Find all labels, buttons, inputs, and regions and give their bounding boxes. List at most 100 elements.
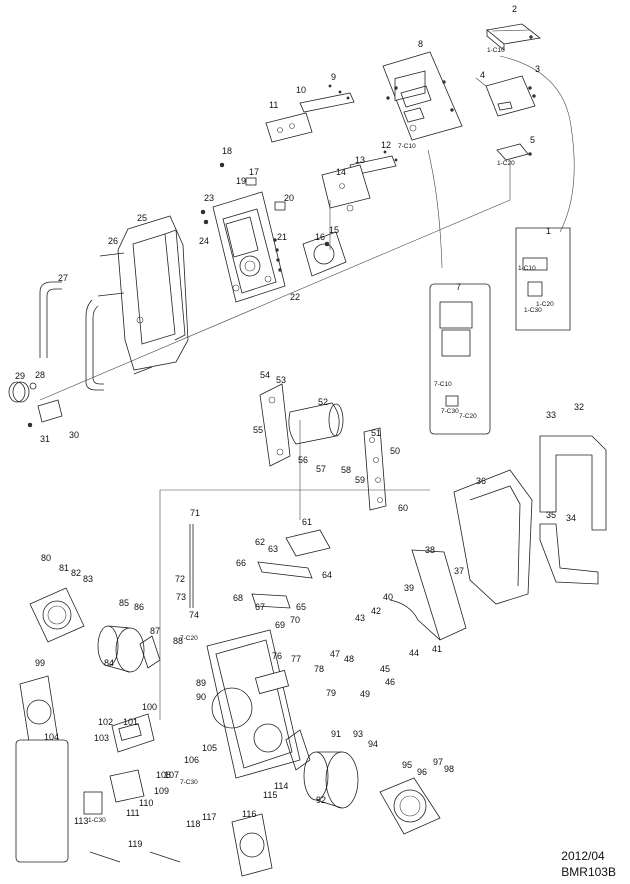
part-number-label: 110 xyxy=(139,798,153,808)
connector-label: 1-C10 xyxy=(518,265,536,272)
part-16-plate xyxy=(302,231,347,277)
part-number-label: 9 xyxy=(331,72,336,82)
part-number-label: 62 xyxy=(255,537,265,547)
part-111 xyxy=(83,791,103,815)
part-number-label: 80 xyxy=(41,553,51,563)
part-number-label: 42 xyxy=(371,606,381,616)
part-number-label: 119 xyxy=(128,839,142,849)
part-number-label: 12 xyxy=(381,140,391,150)
part-number-label: 82 xyxy=(71,568,81,578)
part-116-frame xyxy=(231,813,273,877)
part-number-label: 55 xyxy=(253,425,263,435)
part-number-label: 50 xyxy=(390,446,400,456)
part-number-label: 2 xyxy=(512,4,517,14)
part-number-label: 79 xyxy=(326,688,336,698)
part-number-label: 78 xyxy=(314,664,324,674)
part-number-label: 68 xyxy=(233,593,243,603)
part-number-label: 44 xyxy=(409,648,419,658)
part-number-label: 72 xyxy=(175,574,185,584)
connector-label: 7-C30 xyxy=(180,779,198,786)
part-number-label: 41 xyxy=(432,644,442,654)
part-number-label: 21 xyxy=(277,232,287,242)
part-number-label: 36 xyxy=(476,476,486,486)
part-number-label: 111 xyxy=(126,808,140,818)
part-96-grille xyxy=(379,777,441,835)
part-handle-27 xyxy=(39,281,104,391)
part-number-label: 28 xyxy=(35,370,45,380)
part-number-label: 70 xyxy=(290,615,300,625)
part-92-speaker xyxy=(303,751,359,809)
footer-date: 2012/04 xyxy=(561,849,605,863)
part-number-label: 11 xyxy=(269,100,278,110)
connector-label: 1-C30 xyxy=(88,817,106,824)
part-number-label: 26 xyxy=(108,236,118,246)
part-number-label: 117 xyxy=(202,812,216,822)
part-number-label: 35 xyxy=(546,510,556,520)
part-number-label: 101 xyxy=(123,717,138,727)
part-number-label: 76 xyxy=(272,651,282,661)
part-number-label: 95 xyxy=(402,760,412,770)
part-82-grille xyxy=(29,587,85,643)
part-number-label: 31 xyxy=(40,434,50,444)
footer-model: BMR103B xyxy=(561,865,616,879)
part-number-label: 43 xyxy=(355,613,365,623)
part-number-label: 74 xyxy=(189,610,199,620)
front-panel-housing xyxy=(200,191,286,303)
part-number-label: 45 xyxy=(380,664,390,674)
part-53-bracket xyxy=(259,383,291,467)
part-104-panel xyxy=(15,739,69,863)
part-91-ring xyxy=(285,729,311,771)
part-110 xyxy=(109,769,145,803)
connector-label: 1-C10 xyxy=(487,47,505,54)
part-number-label: 27 xyxy=(58,273,68,283)
part-number-label: 15 xyxy=(329,225,339,235)
part-number-label: 65 xyxy=(296,602,306,612)
part-38-gasket xyxy=(389,549,467,641)
part-number-label: 114 xyxy=(274,781,288,791)
part-26-screws xyxy=(97,252,153,375)
part-number-label: 16 xyxy=(315,232,325,242)
part-number-label: 48 xyxy=(344,654,354,664)
part-number-label: 118 xyxy=(186,819,200,829)
part-30-switch xyxy=(27,399,63,428)
part-number-label: 10 xyxy=(296,85,306,95)
part-number-label: 109 xyxy=(154,786,169,796)
part-number-label: 14 xyxy=(336,167,346,177)
part-number-label: 97 xyxy=(433,757,443,767)
part-number-label: 56 xyxy=(298,455,308,465)
part-number-label: 89 xyxy=(196,678,206,688)
part-frame-25 xyxy=(117,215,189,371)
part-number-label: 30 xyxy=(69,430,79,440)
part-number-label: 71 xyxy=(190,508,200,518)
part-64-bar xyxy=(257,561,313,579)
part-11-bar xyxy=(265,112,313,143)
part-number-label: 103 xyxy=(94,733,109,743)
part-number-label: 17 xyxy=(249,167,259,177)
part-number-label: 98 xyxy=(444,764,454,774)
part-number-label: 24 xyxy=(199,236,209,246)
part-number-label: 94 xyxy=(368,739,378,749)
part-number-label: 92 xyxy=(316,795,326,805)
part-61 xyxy=(285,529,331,557)
part-number-label: 64 xyxy=(322,570,332,580)
part-number-label: 86 xyxy=(134,602,144,612)
part-5 xyxy=(496,143,532,161)
part-board-8 xyxy=(382,51,463,141)
part-number-label: 99 xyxy=(35,658,45,668)
part-33-handle xyxy=(539,435,607,531)
part-board-7 xyxy=(429,283,491,435)
part-number-label: 18 xyxy=(222,146,232,156)
part-number-label: 67 xyxy=(255,602,265,612)
part-number-label: 52 xyxy=(318,397,328,407)
part-number-label: 22 xyxy=(290,292,300,302)
part-119-rods xyxy=(89,851,181,863)
part-number-label: 102 xyxy=(98,717,113,727)
part-number-label: 84 xyxy=(104,658,114,668)
connector-label: 7-C20 xyxy=(459,413,477,420)
part-17-19-20 xyxy=(219,162,286,211)
part-number-label: 91 xyxy=(331,729,341,739)
connector-label: 7-C30 xyxy=(441,408,459,415)
part-number-label: 106 xyxy=(184,755,199,765)
connector-label: 1-C30 xyxy=(524,307,542,314)
part-number-label: 23 xyxy=(204,193,214,203)
